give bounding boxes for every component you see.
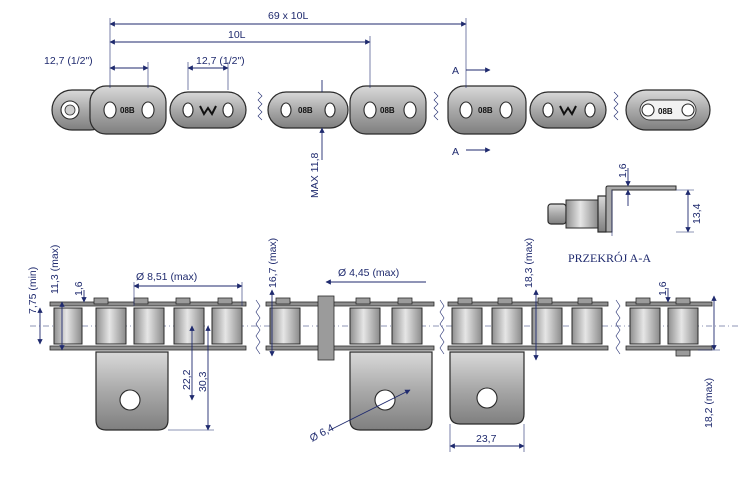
dim-237: 23,7 xyxy=(476,433,497,445)
dim-pitch-left: 12,7 (1/2") xyxy=(44,55,93,67)
top-dimensions: 69 x 10L 10L 12,7 (1/2") 12,7 (1/2") A A… xyxy=(44,10,491,198)
inner-plate-2: 08B xyxy=(267,91,349,129)
dim-16-right: 1,6 xyxy=(657,281,669,296)
dim-max-118: MAX 11,8 xyxy=(309,153,321,198)
dim-183-max: 18,3 (max) xyxy=(523,238,535,288)
section-a-a: 13,4 1,6 PRZEKRÓJ A-A xyxy=(547,163,703,265)
dim-hole-dia: Ø 6,4 xyxy=(308,422,336,445)
logo-mark-icon-2 xyxy=(559,105,577,116)
dim-134: 13,4 xyxy=(691,203,703,224)
plate-code-label-2: 08B xyxy=(298,106,313,115)
outer-plate-2: 08B xyxy=(349,85,427,135)
outer-plate-1: 08B xyxy=(89,85,167,135)
top-view: 08B 08B 08B 08B xyxy=(51,85,711,135)
plate-code-label: 08B xyxy=(120,106,135,115)
dim-113-max: 11,3 (max) xyxy=(49,245,61,294)
dim-pin-dia: Ø 4,45 (max) xyxy=(338,267,399,279)
dim-10l: 10L xyxy=(228,29,246,41)
dim-roller-dia: Ø 8,51 (max) xyxy=(136,271,197,283)
dim-182-max: 18,2 (max) xyxy=(703,378,715,428)
side-view xyxy=(30,295,740,431)
end-link-right: 08B xyxy=(625,89,711,131)
section-title: PRZEKRÓJ A-A xyxy=(568,251,651,265)
plate-code-label-3: 08B xyxy=(380,106,395,115)
side-group-right xyxy=(447,297,609,425)
inner-plate-3 xyxy=(529,91,607,129)
side-group-left xyxy=(49,297,247,431)
section-mark-top: A xyxy=(452,65,459,77)
section-mark-bottom: A xyxy=(452,146,459,158)
side-group-far-right xyxy=(625,297,713,357)
logo-mark-icon xyxy=(199,105,217,116)
inner-plate-1 xyxy=(169,91,247,129)
dim-16-left: 1,6 xyxy=(73,281,85,296)
plate-code-label-4: 08B xyxy=(478,106,493,115)
side-group-middle xyxy=(265,295,435,431)
dim-222: 22,2 xyxy=(181,369,193,390)
dim-pitch-right: 12,7 (1/2") xyxy=(196,55,245,67)
dim-303: 30,3 xyxy=(197,371,209,392)
outer-plate-3: 08B xyxy=(447,85,527,135)
dim-16-section: 1,6 xyxy=(617,163,629,178)
dim-775-min: 7,75 (min) xyxy=(27,267,39,314)
dim-69x10l: 69 x 10L xyxy=(268,10,308,22)
dim-167-max: 16,7 (max) xyxy=(267,238,279,288)
plate-code-label-5: 08B xyxy=(658,107,673,116)
